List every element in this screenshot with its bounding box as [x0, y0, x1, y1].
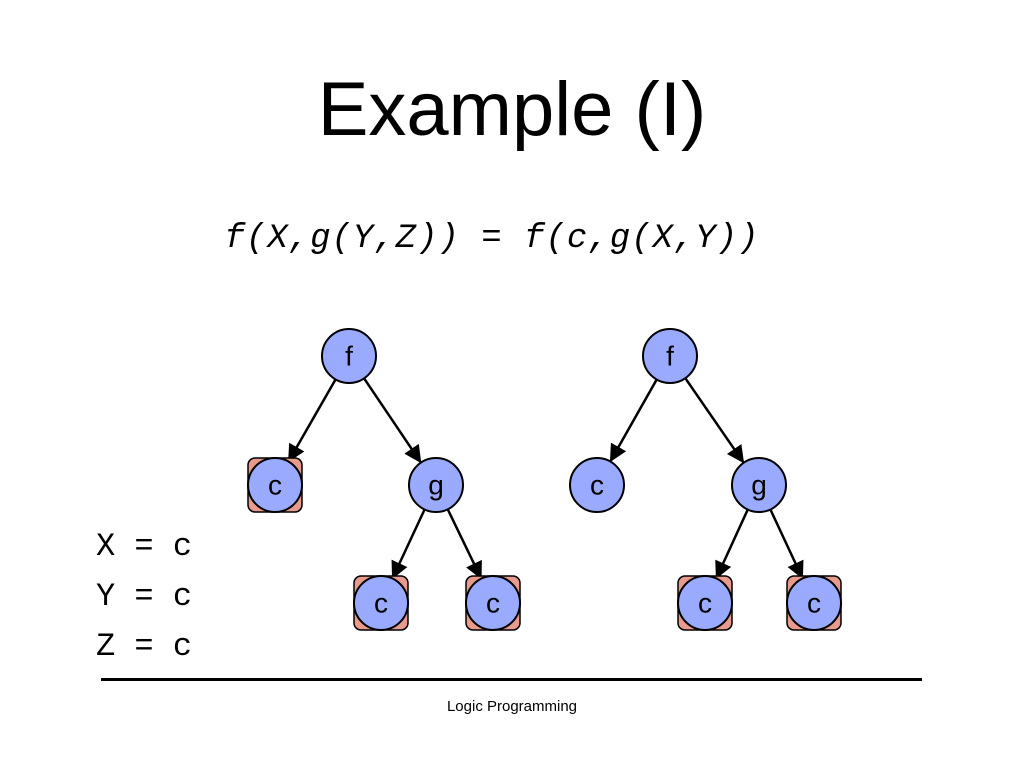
node-circle: [353, 575, 409, 631]
tree-node-c: c: [786, 575, 842, 631]
node-label: c: [486, 588, 500, 619]
node-circle: [247, 457, 303, 513]
tree-edge: [446, 508, 482, 580]
node-circle: [677, 575, 733, 631]
node-circle: [408, 457, 464, 513]
tree-node-g: g: [408, 457, 464, 513]
variable-bindings: X = c Y = c Z = c: [96, 522, 192, 672]
tree-node-c: c: [677, 575, 733, 631]
node-circle: [786, 575, 842, 631]
binding-x: X = c: [96, 528, 193, 565]
tree-edge: [769, 508, 804, 580]
node-label: c: [698, 588, 712, 619]
tree-node-c: c: [569, 457, 625, 513]
node-circle: [731, 457, 787, 513]
tree-edge: [715, 509, 749, 580]
node-circle: [569, 457, 625, 513]
tree-node-c: c: [465, 575, 521, 631]
node-label: g: [751, 470, 767, 501]
node-label: f: [345, 341, 353, 372]
binding-z: Z = c: [96, 628, 193, 665]
footer-divider: [101, 678, 922, 681]
node-label: c: [268, 470, 282, 501]
tree-node-f: f: [642, 328, 698, 384]
tree-node-c: c: [353, 575, 409, 631]
tree-edge: [287, 378, 337, 463]
node-circle: [321, 328, 377, 384]
node-circle: [465, 575, 521, 631]
unification-equation: f(X,g(Y,Z)) = f(c,g(X,Y)): [224, 220, 760, 258]
footer-text: Logic Programming: [446, 698, 578, 715]
tree-edge: [391, 508, 426, 580]
node-label: c: [374, 588, 388, 619]
slide-title: Example (I): [317, 67, 707, 152]
binding-y: Y = c: [96, 578, 193, 615]
node-label: c: [807, 588, 821, 619]
tree-edge: [363, 377, 422, 464]
tree-node-g: g: [731, 457, 787, 513]
node-label: f: [666, 341, 674, 372]
tree-node-c: c: [247, 457, 303, 513]
node-circle: [642, 328, 698, 384]
tree-node-f: f: [321, 328, 377, 384]
tree-edge: [684, 377, 745, 464]
node-label: g: [428, 470, 444, 501]
tree-edge: [609, 378, 658, 463]
node-label: c: [590, 470, 604, 501]
